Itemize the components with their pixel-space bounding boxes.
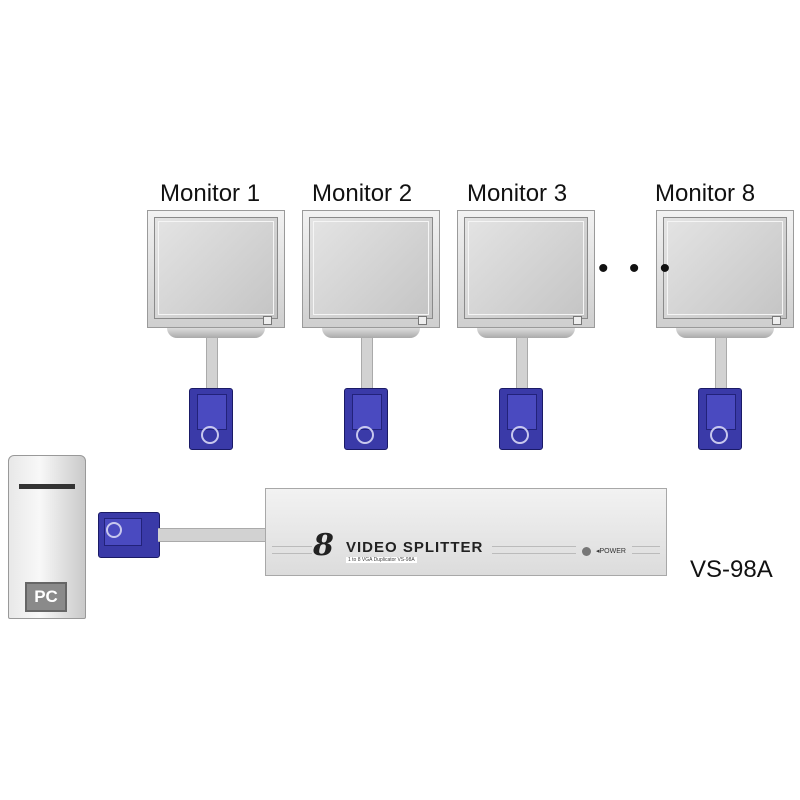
- splitter-subtitle: 1 to 8 VGA Duplicator VS-98A: [346, 557, 417, 563]
- front-stripes: [492, 546, 576, 554]
- splitter-title: VIDEO SPLITTER: [346, 539, 484, 556]
- monitor-2: [302, 210, 440, 338]
- monitor-8-cable: [715, 338, 727, 390]
- monitor-2-cable: [361, 338, 373, 390]
- monitor-8-label: Monitor 8: [655, 180, 756, 207]
- port-count-badge: 8: [313, 528, 334, 563]
- vga-connector-icon: [344, 388, 388, 450]
- monitor-3: [457, 210, 595, 338]
- pc-cable: [158, 528, 266, 542]
- pc-badge: PC: [25, 582, 67, 612]
- monitor-2-label: Monitor 2: [312, 180, 413, 207]
- pc-vga-connector-icon: [98, 512, 160, 558]
- monitor-1-cable: [206, 338, 218, 390]
- power-label: ◂POWER: [596, 548, 626, 555]
- vga-connector-icon: [698, 388, 742, 450]
- power-led-icon: [582, 547, 591, 556]
- front-stripes: [272, 546, 312, 554]
- monitor-1: [147, 210, 285, 338]
- monitor-8: [656, 210, 794, 338]
- drive-slot: [19, 484, 75, 489]
- vga-connector-icon: [189, 388, 233, 450]
- vga-connector-icon: [499, 388, 543, 450]
- monitor-3-cable: [516, 338, 528, 390]
- pc-tower: PC: [8, 455, 86, 619]
- video-splitter-unit: 8 VIDEO SPLITTER 1 to 8 VGA Duplicator V…: [265, 488, 667, 576]
- monitor-1-label: Monitor 1: [160, 180, 261, 207]
- monitor-3-label: Monitor 3: [467, 180, 568, 207]
- front-stripes: [632, 546, 660, 554]
- model-number: VS-98A: [690, 556, 773, 583]
- ellipsis: • • •: [598, 252, 677, 285]
